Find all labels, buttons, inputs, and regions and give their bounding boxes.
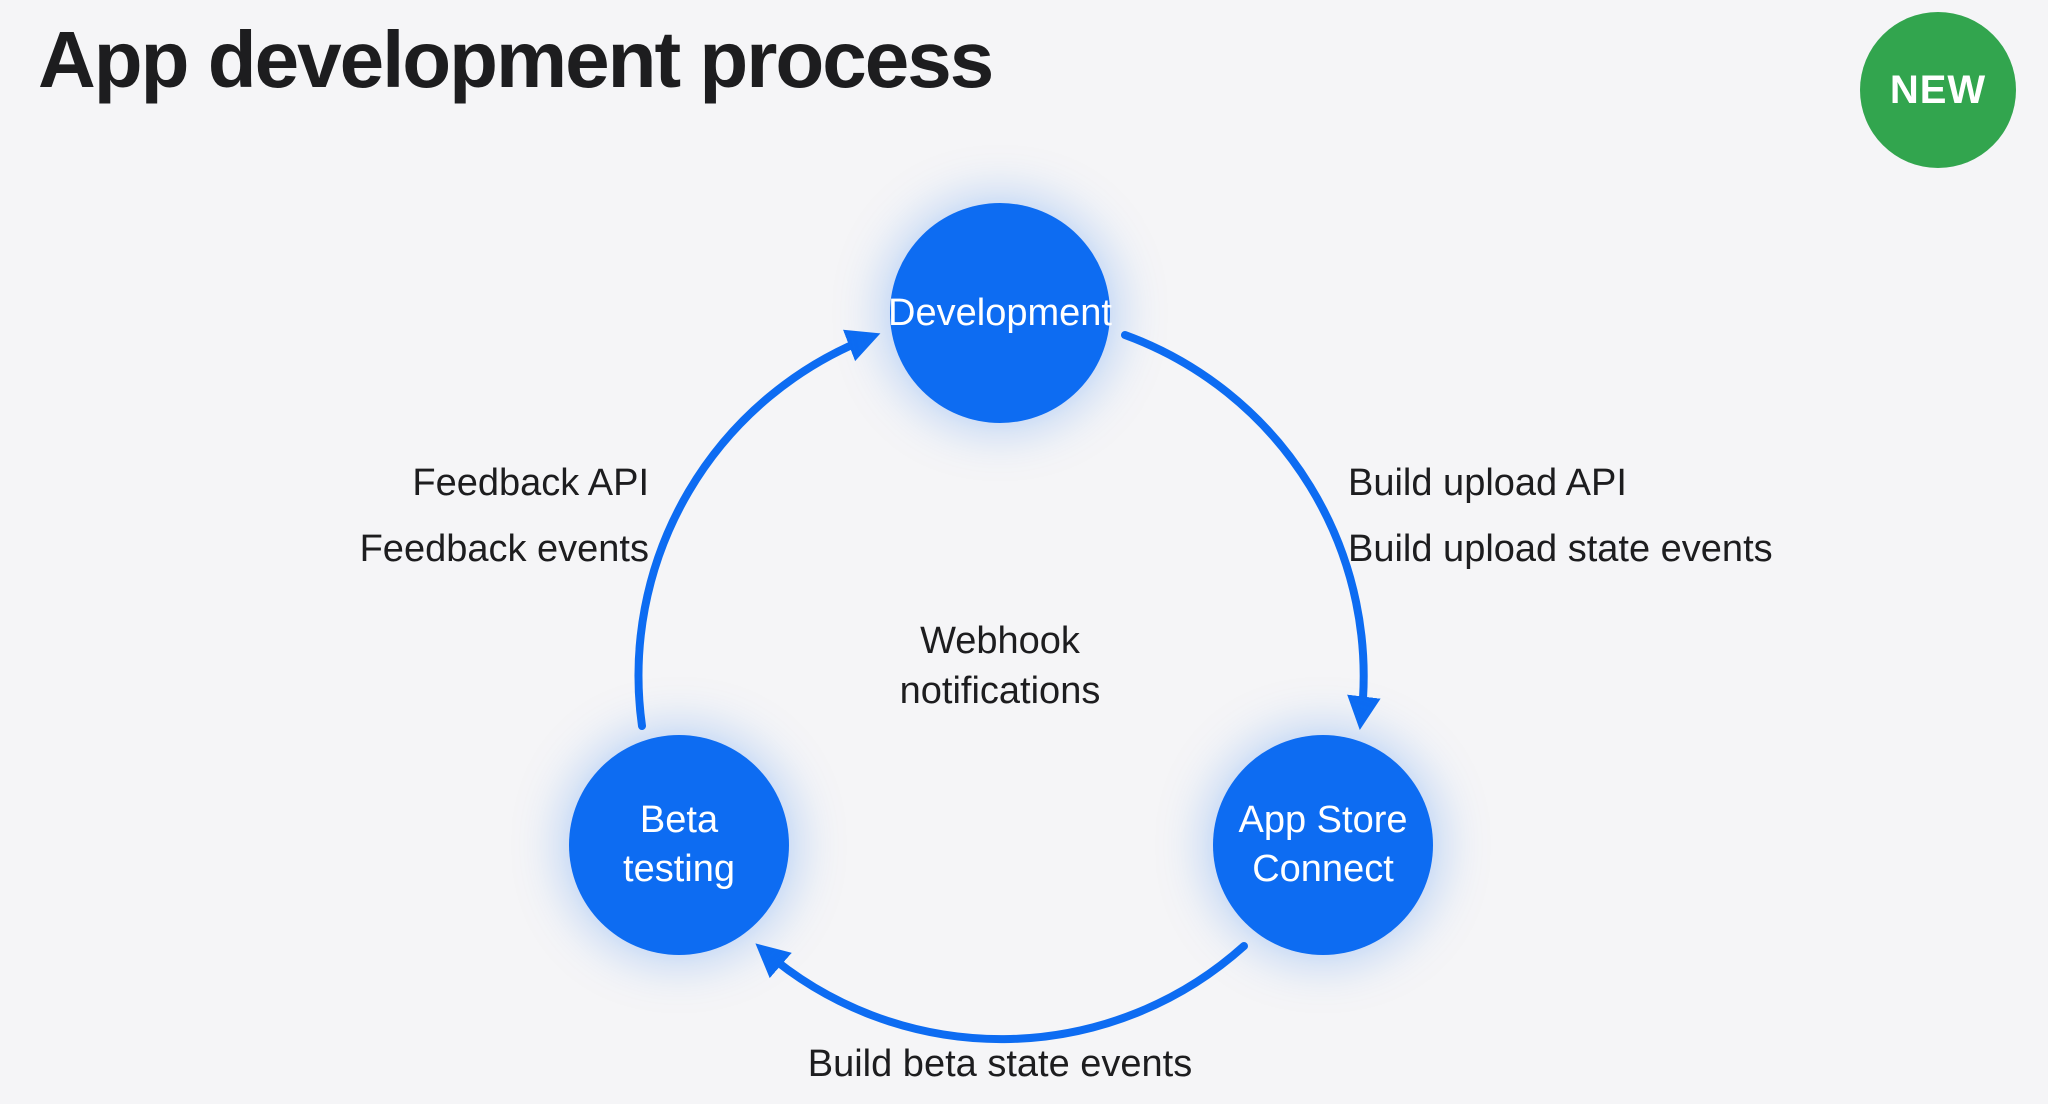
new-badge-label: NEW [1889, 67, 1987, 112]
center-label-webhook-notifications: Webhook notifications [700, 616, 1300, 716]
edge-label-feedback: Feedback API Feedback events [360, 450, 649, 582]
page-title: App development process [38, 15, 994, 104]
edge-label-build-upload: Build upload API Build upload state even… [1348, 450, 1773, 582]
arrow-app-store-connect-to-beta-testing [755, 942, 1248, 1044]
edge-label-build-beta: Build beta state events [700, 1040, 1300, 1088]
node-development: Development [888, 203, 1112, 423]
edge-label-build-upload-line1: Build upload API [1348, 462, 1627, 504]
edge-label-feedback-line1: Feedback API [412, 462, 649, 504]
node-beta-testing-label: Beta testing [623, 799, 735, 890]
edge-label-feedback-line2: Feedback events [359, 528, 649, 570]
center-label-line2: notifications [899, 670, 1101, 712]
center-label-line1: Webhook [920, 620, 1080, 662]
new-badge: NEW [1860, 12, 2016, 168]
node-app-store-connect: App Store Connect [1213, 735, 1433, 955]
node-app-store-connect-label: App Store Connect [1238, 799, 1408, 890]
arrow-beta-testing-to-development [634, 329, 881, 730]
edge-label-build-upload-line2: Build upload state events [1348, 528, 1773, 570]
node-beta-testing: Beta testing [569, 735, 789, 955]
node-development-label: Development [888, 291, 1112, 334]
arrow-development-to-app-store-connect [1121, 331, 1381, 731]
edge-label-build-beta-line1: Build beta state events [807, 1043, 1193, 1085]
